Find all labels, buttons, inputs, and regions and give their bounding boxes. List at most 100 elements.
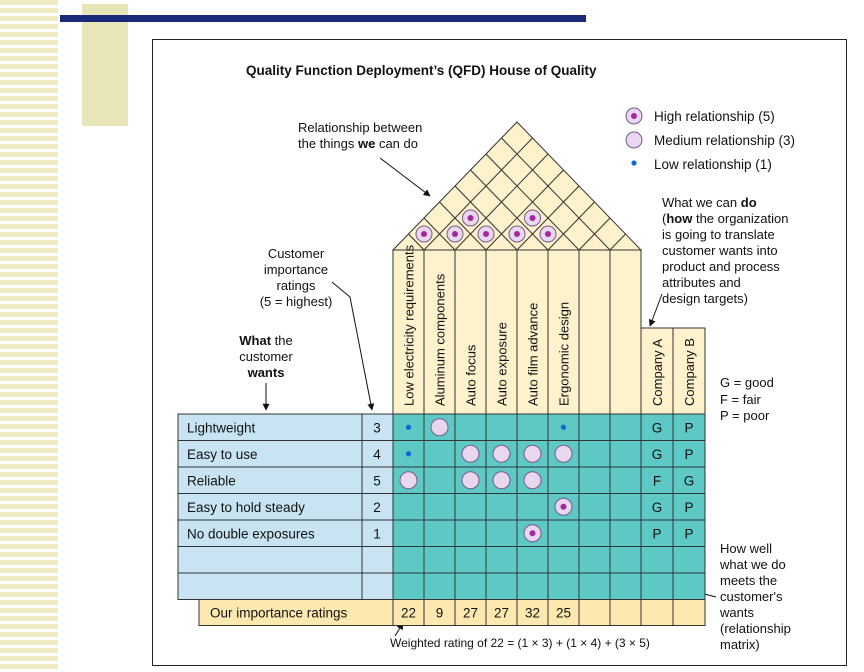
- importance-rating-value: 32: [525, 606, 540, 621]
- can-do-annotation: What we can do (how the organization is …: [648, 195, 788, 327]
- can-do-arrow: [648, 293, 663, 327]
- importance-rating-value: 9: [436, 606, 444, 621]
- medium-relationship-icon: [492, 471, 511, 490]
- competitor-rating: G: [652, 500, 663, 515]
- customer-importance: 5: [373, 473, 381, 488]
- legend-high-label: High relationship (5): [654, 109, 775, 124]
- medium-relationship-icon: [399, 471, 418, 490]
- svg-text:(how the organization: (how the organization: [662, 211, 788, 226]
- column-header-label: Ergonomic design: [557, 302, 572, 406]
- importance-rating-value: 27: [494, 606, 509, 621]
- importance-rating-value: 25: [556, 606, 571, 621]
- svg-text:ratings: ratings: [276, 278, 316, 293]
- customer-importance: 2: [373, 500, 381, 515]
- low-relationship-icon: [405, 424, 412, 430]
- importance-rating-value: 22: [401, 606, 416, 621]
- wants-annotation: What the customer wants: [239, 333, 293, 411]
- competitor-rating: P: [684, 420, 693, 435]
- weighted-note: Weighted rating of 22 = (1 × 3) + (1 × 4…: [390, 622, 650, 650]
- competitor-rating: G: [652, 420, 663, 435]
- importance-arrow: [331, 281, 375, 411]
- competitor-rating: G: [684, 473, 695, 488]
- customer-importance: 3: [373, 420, 381, 435]
- importance-ratings-label: Our importance ratings: [210, 606, 348, 621]
- weighted-note-text: Weighted rating of 22 = (1 × 3) + (1 × 4…: [390, 636, 650, 650]
- roof-annotation-line-2: the things we can do: [298, 136, 418, 151]
- svg-text:(5 = highest): (5 = highest): [260, 294, 333, 309]
- wants-column: [177, 413, 394, 600]
- svg-text:is going to translate: is going to translate: [662, 227, 775, 242]
- svg-text:G = good: G = good: [720, 375, 774, 390]
- svg-text:P = poor: P = poor: [720, 408, 770, 423]
- svg-text:matrix): matrix): [720, 637, 760, 652]
- low-relationship-icon: [405, 451, 412, 457]
- svg-text:design targets): design targets): [662, 291, 748, 306]
- svg-text:product and process: product and process: [662, 259, 780, 274]
- competitor-rating: P: [652, 526, 661, 541]
- figure-frame: Quality Function Deployment’s (QFD) Hous…: [152, 39, 847, 666]
- low-relationship-icon: [560, 424, 567, 430]
- svg-text:wants: wants: [719, 605, 754, 620]
- legend-low-label: Low relationship (1): [654, 157, 772, 172]
- svg-text:customer wants into: customer wants into: [662, 243, 778, 258]
- decorative-stripes: [0, 0, 58, 672]
- svg-text:attributes and: attributes and: [662, 275, 741, 290]
- svg-text:what we do: what we do: [719, 557, 786, 572]
- legend-low-icon: [631, 160, 637, 166]
- how-well-annotation: How well what we do meets the customer's…: [544, 541, 791, 652]
- customer-want: No double exposures: [187, 526, 315, 541]
- competitor-rating: P: [684, 447, 693, 462]
- competitor-rating: G: [652, 447, 663, 462]
- house-body: Low electricity requirements Aluminum com…: [177, 121, 706, 626]
- header-bar: [60, 15, 586, 22]
- svg-text:F = fair: F = fair: [720, 392, 761, 407]
- svg-text:meets the: meets the: [720, 573, 777, 588]
- column-header-label: Auto focus: [464, 344, 479, 406]
- svg-text:customer's: customer's: [720, 589, 783, 604]
- column-header-label: Auto exposure: [495, 322, 510, 406]
- column-header-label: Aluminum components: [433, 273, 448, 406]
- roof-annotation: Relationship between the things we can d…: [298, 120, 431, 197]
- medium-relationship-icon: [523, 444, 542, 463]
- competitor-rating: F: [653, 473, 661, 488]
- customer-want: Reliable: [187, 473, 236, 488]
- customer-want: Easy to hold steady: [187, 500, 305, 515]
- svg-text:Customer: Customer: [268, 246, 325, 261]
- importance-annotation: Customer importance ratings (5 = highest…: [260, 246, 375, 411]
- customer-importance: 1: [373, 526, 381, 541]
- svg-text:How well: How well: [720, 541, 772, 556]
- column-header-label: Auto film advance: [526, 303, 541, 406]
- customer-want: Lightweight: [187, 420, 256, 435]
- svg-text:What the: What the: [239, 333, 292, 348]
- roof-annotation-arrow: [379, 157, 431, 197]
- legend-medium-icon: [625, 131, 643, 149]
- svg-text:wants: wants: [247, 365, 285, 380]
- decorative-block: [82, 4, 128, 126]
- competitor-rating: P: [684, 500, 693, 515]
- svg-text:What we can do: What we can do: [662, 195, 757, 210]
- figure-title: Quality Function Deployment’s (QFD) Hous…: [246, 63, 597, 78]
- column-header-label: Low electricity requirements: [402, 244, 417, 406]
- medium-relationship-icon: [430, 418, 449, 437]
- legend-medium-label: Medium relationship (3): [654, 133, 795, 148]
- relationship-matrix: [392, 413, 706, 600]
- legend: High relationship (5) Medium relationshi…: [625, 107, 795, 172]
- medium-relationship-icon: [523, 471, 542, 490]
- customer-want: Easy to use: [187, 447, 258, 462]
- medium-relationship-icon: [492, 444, 511, 463]
- house-of-quality: Quality Function Deployment’s (QFD) Hous…: [177, 63, 795, 652]
- competitor-rating: P: [684, 526, 693, 541]
- medium-relationship-icon: [461, 471, 480, 490]
- roof-annotation-line-1: Relationship between: [298, 120, 422, 135]
- importance-rating-value: 27: [463, 606, 478, 621]
- svg-text:(relationship: (relationship: [720, 621, 791, 636]
- scale-key: G = good F = fair P = poor: [720, 375, 774, 423]
- competitor-label: Company A: [650, 338, 665, 406]
- medium-relationship-icon: [554, 444, 573, 463]
- importance-ratings-row: [198, 599, 706, 626]
- competitor-label: Company B: [682, 338, 697, 406]
- medium-relationship-icon: [461, 444, 480, 463]
- svg-text:importance: importance: [264, 262, 328, 277]
- customer-importance: 4: [373, 447, 381, 462]
- svg-text:customer: customer: [239, 349, 293, 364]
